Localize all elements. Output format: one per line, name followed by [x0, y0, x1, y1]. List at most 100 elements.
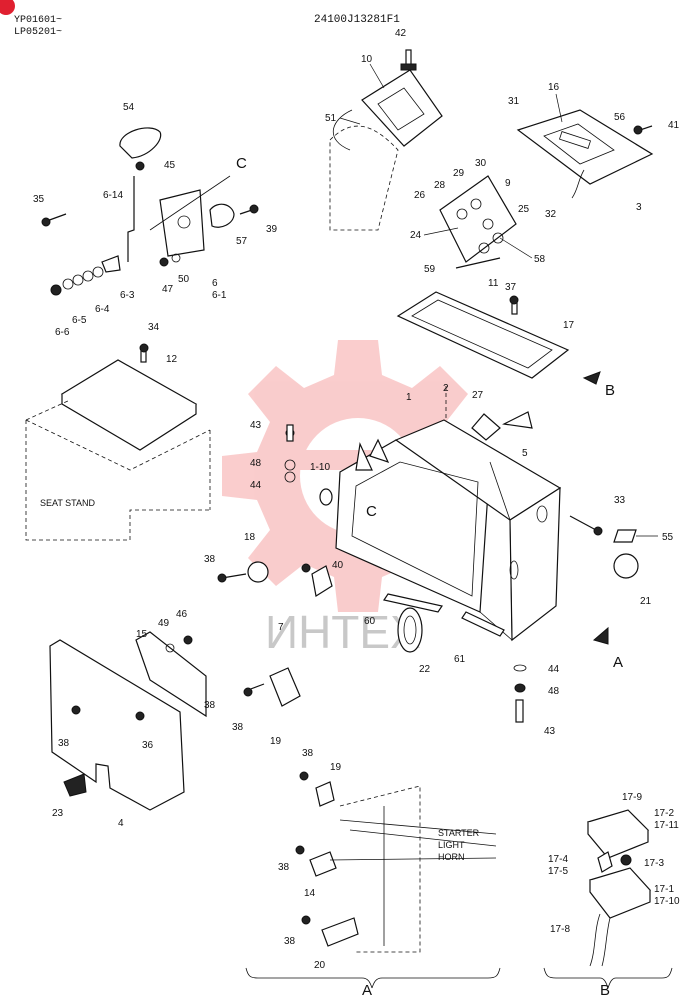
part-number-17-3: 17-3: [644, 858, 664, 869]
part-number-37: 37: [505, 282, 517, 293]
part-number-47: 47: [162, 284, 174, 295]
part-number-7: 7: [278, 622, 284, 633]
part-number-5: 5: [522, 448, 528, 459]
part-number-17: 17: [563, 320, 575, 331]
part-number-28: 28: [434, 180, 446, 191]
part-number-4: 4: [118, 818, 124, 829]
part-number-40: 40: [332, 560, 344, 571]
part-number-45: 45: [164, 160, 176, 171]
part-number-18: 18: [244, 532, 256, 543]
part-number-55: 55: [662, 532, 674, 543]
part-number-38-relay: 38: [232, 722, 244, 733]
wire-label-light: LIGHT: [438, 840, 465, 850]
part-number-38-a1: 38: [302, 748, 314, 759]
part-number-3: 3: [636, 202, 642, 213]
part-number-36: 36: [142, 740, 154, 751]
watermark-text: ИНТЕХ: [265, 606, 421, 658]
part-number-10: 10: [361, 54, 373, 65]
part-number-6-1: 6-1: [212, 290, 227, 301]
detail-a: [245, 771, 501, 989]
part-number-42: 42: [395, 28, 407, 39]
part-number-6-6: 6-6: [55, 327, 70, 338]
view-marker-a: A: [613, 654, 623, 671]
part-number-19: 19: [270, 736, 282, 747]
part-number-43-top: 43: [250, 420, 262, 431]
main-frame-1: [284, 386, 639, 642]
side-plate: [516, 109, 654, 199]
part-number-56: 56: [614, 112, 626, 123]
part-number-6-3: 6-3: [120, 290, 135, 301]
part-number-17-11: 17-11: [654, 820, 679, 831]
part-number-32: 32: [545, 209, 557, 220]
view-marker-c-lower: C: [366, 503, 377, 520]
part-number-22: 22: [419, 664, 431, 675]
switch-panel: [439, 175, 517, 269]
part-number-29: 29: [453, 168, 465, 179]
serial-range-1: YP01601~: [14, 15, 62, 26]
detail-a-label: A: [362, 982, 372, 999]
part-number-46: 46: [176, 609, 188, 620]
part-number-33: 33: [614, 495, 626, 506]
part-number-44-top: 44: [250, 480, 262, 491]
part-number-16: 16: [548, 82, 560, 93]
drawing-number: 24100J13281F1: [314, 14, 400, 26]
part-number-21: 21: [640, 596, 652, 607]
part-number-48-top: 48: [250, 458, 262, 469]
detail-b-label: B: [600, 982, 610, 999]
bolt-41: [633, 125, 643, 135]
right-hardware: [513, 664, 527, 723]
part-number-34: 34: [148, 322, 160, 333]
gasket-17: [396, 291, 570, 379]
part-number-6-14: 6-14: [103, 190, 123, 201]
part-number-12: 12: [166, 354, 178, 365]
wire-label-starter: STARTER: [438, 828, 480, 838]
part-number-30: 30: [475, 158, 487, 169]
part-number-27: 27: [472, 390, 484, 401]
part-number-48-right: 48: [548, 686, 560, 697]
wire-label-horn: HORN: [438, 852, 465, 862]
part-number-38-mid: 38: [204, 554, 216, 565]
arrow-a: [592, 626, 609, 645]
corner-badge: [0, 0, 15, 15]
part-number-49: 49: [158, 618, 170, 629]
part-number-6-4: 6-4: [95, 304, 110, 315]
part-number-17-1: 17-1: [654, 884, 674, 895]
part-number-15: 15: [136, 629, 148, 640]
part-number-14: 14: [304, 888, 316, 899]
detail-b: [543, 809, 673, 989]
part-number-17-4: 17-4: [548, 854, 568, 865]
part-number-39: 39: [266, 224, 278, 235]
console-cover-group: [329, 49, 443, 231]
part-number-1: 1: [406, 392, 412, 403]
part-number-17-5: 17-5: [548, 866, 568, 877]
part-number-1-10: 1-10: [310, 462, 330, 473]
part-number-17-8: 17-8: [550, 924, 570, 935]
part-number-50: 50: [178, 274, 190, 285]
part-number-20: 20: [314, 960, 326, 971]
part-number-26: 26: [414, 190, 426, 201]
view-marker-b: B: [605, 382, 615, 399]
part-number-58: 58: [534, 254, 546, 265]
part-number-38-extra: 38: [204, 700, 216, 711]
seat-stand-group: [25, 343, 211, 541]
relay-19: [243, 667, 301, 707]
lever-group: [41, 127, 259, 296]
part-number-17-2: 17-2: [654, 808, 674, 819]
part-number-60: 60: [364, 616, 376, 627]
part-number-6-5: 6-5: [72, 315, 87, 326]
part-number-9: 9: [505, 178, 511, 189]
part-number-61: 61: [454, 654, 466, 665]
small-parts: [217, 561, 505, 653]
part-number-6: 6: [212, 278, 218, 289]
part-number-38-a3: 38: [284, 936, 296, 947]
part-number-54: 54: [123, 102, 135, 113]
part-number-44-right: 44: [548, 664, 560, 675]
part-number-38-a2: 38: [278, 862, 290, 873]
part-number-19-a: 19: [330, 762, 342, 773]
seat-stand-label: SEAT STAND: [40, 498, 96, 508]
knob-54: [119, 127, 162, 159]
part-number-43-right: 43: [544, 726, 556, 737]
part-number-17-9: 17-9: [622, 792, 642, 803]
part-number-38-left: 38: [58, 738, 70, 749]
